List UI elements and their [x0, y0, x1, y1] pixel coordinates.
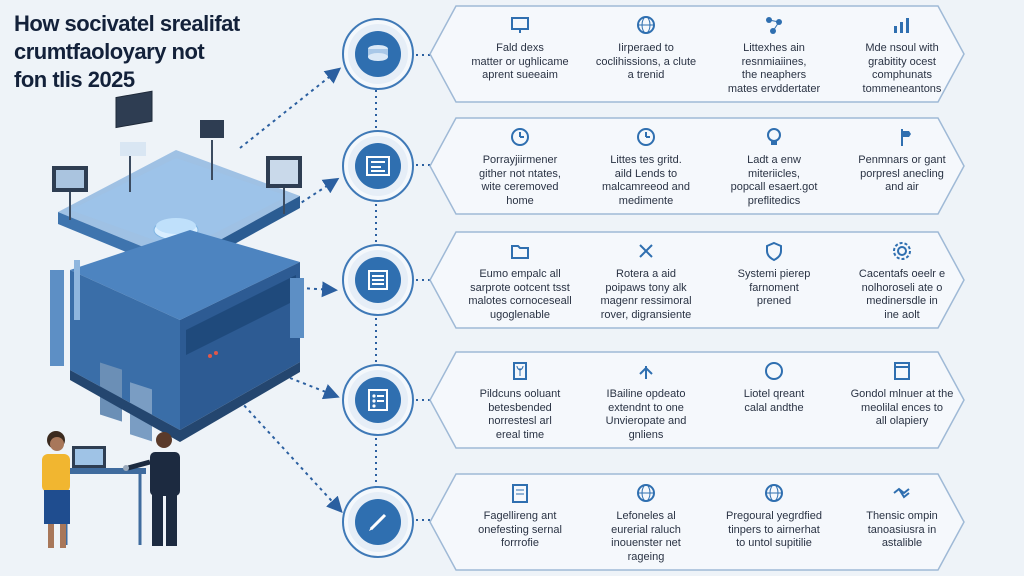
info-cell-text: Gondol mlnuer at the meolilal ences to a… [850, 388, 954, 427]
info-cell-text: Pildcuns ooluant betesbended norrestesl … [479, 388, 561, 441]
info-cell: Porrayjiirmener gither not ntates, wite … [456, 116, 584, 216]
row-panel-background [429, 231, 965, 329]
row-panel-background [429, 117, 965, 215]
info-cell: Fald dexs matter or ughlicame aprent sue… [456, 4, 584, 104]
info-cell: Ladt a enw miteriicles, popcall esaert.g… [710, 116, 838, 216]
info-cell-text: Littexhes ain resnmiaiines, the neaphers… [727, 42, 821, 95]
document-icon [509, 482, 531, 504]
info-cell: Pildcuns ooluant betesbended norrestesl … [456, 350, 584, 450]
tools-icon [635, 240, 657, 262]
checklist-icon [355, 377, 401, 423]
info-cell: Littexhes ain resnmiaiines, the neaphers… [710, 4, 838, 104]
clock-icon [635, 126, 657, 148]
info-cell: Eumo empalc all sarprote ootcent tsst ma… [456, 230, 584, 330]
globe-icon [763, 482, 785, 504]
row-panel-4: Pildcuns ooluant betesbended norrestesl … [428, 350, 968, 450]
info-cell: Mde nsoul with grabitity ocest comphunat… [838, 4, 966, 104]
title-line-2: crumtfaoloyary not [14, 39, 205, 64]
info-cell: Penmnars or gant porpresl anecling and a… [838, 116, 966, 216]
info-cell: Cacentafs oeelr e nolhoroseli ate o medi… [838, 230, 966, 330]
page-title: How socivatel srealifat crumtfaoloyary n… [14, 10, 314, 94]
info-cell-text: Penmnars or gant porpresl anecling and a… [858, 154, 946, 193]
network-icon [763, 14, 785, 36]
timeline-node-2 [342, 130, 414, 202]
folder-icon [509, 240, 531, 262]
handshake-icon [891, 482, 913, 504]
info-cell-text: Fagellireng ant onefesting sernal forrro… [478, 510, 562, 549]
timeline-node-4 [342, 364, 414, 436]
machine-illustration [50, 90, 304, 442]
connector-4 [289, 377, 340, 400]
pen-icon [355, 499, 401, 545]
info-cell: Rotera a aid poipaws tony alk magenr res… [582, 230, 710, 330]
row-panel-3: Eumo empalc all sarprote ootcent tsst ma… [428, 230, 968, 330]
info-cell-text: Lefoneles al eurerial raluch inouenster … [611, 510, 681, 563]
row-panel-1: Fald dexs matter or ughlicame aprent sue… [428, 4, 968, 104]
gear-icon [891, 240, 913, 262]
list-icon [355, 257, 401, 303]
row-panel-background [429, 473, 965, 571]
info-cell: Littes tes gritd. aild Lends to malcamre… [582, 116, 710, 216]
people-illustration [42, 431, 180, 548]
register-icon [891, 360, 913, 382]
connector-5 [229, 389, 343, 513]
info-cell: Iirperaed to coclihissions, a clute a tr… [582, 4, 710, 104]
info-cell: Fagellireng ant onefesting sernal forrro… [456, 472, 584, 572]
info-cell-text: Eumo empalc all sarprote ootcent tsst ma… [468, 268, 572, 321]
info-cell-text: Cacentafs oeelr e nolhoroseli ate o medi… [858, 268, 946, 321]
info-cell: IBailine opdeato extendnt to one Unviero… [582, 350, 710, 450]
info-cell-text: Rotera a aid poipaws tony alk magenr res… [600, 268, 692, 321]
info-cell-text: Pregoural yegrdfied tinpers to airnerhat… [725, 510, 822, 549]
globe-icon [635, 14, 657, 36]
connector-1 [239, 67, 342, 149]
row-panel-background [429, 351, 965, 449]
timeline-node-3 [342, 244, 414, 316]
timeline-node-1 [342, 18, 414, 90]
row-panel-5: Fagellireng ant onefesting sernal forrro… [428, 472, 968, 572]
no-icon [763, 360, 785, 382]
title-line-3: fon tlis 2025 [14, 67, 135, 92]
info-cell-text: Liotel qreant calal andthe [743, 388, 805, 414]
signpost-icon [891, 126, 913, 148]
info-cell: Gondol mlnuer at the meolilal ences to a… [838, 350, 966, 450]
plant-icon [509, 360, 531, 382]
info-cell-text: Systemi pierep farnoment prened [737, 268, 811, 307]
info-cell-text: Thensic ompin tanoasiusra in astalible [866, 510, 938, 549]
monitor-icon [509, 14, 531, 36]
info-cell: Liotel qreant calal andthe [710, 350, 838, 450]
info-cell: Systemi pierep farnoment prened [710, 230, 838, 330]
timeline-node-5 [342, 486, 414, 558]
server-icon [355, 31, 401, 77]
title-line-1: How socivatel srealifat [14, 11, 240, 36]
info-cell: Lefoneles al eurerial raluch inouenster … [582, 472, 710, 572]
row-panel-background [429, 5, 965, 103]
info-cell-text: Mde nsoul with grabitity ocest comphunat… [862, 42, 942, 95]
bulb-icon [763, 126, 785, 148]
clock-icon [509, 126, 531, 148]
connector-3 [299, 281, 338, 298]
info-cell-text: Ladt a enw miteriicles, popcall esaert.g… [730, 154, 818, 207]
info-cell-text: Fald dexs matter or ughlicame aprent sue… [471, 42, 569, 81]
antenna-icon [635, 360, 657, 382]
info-cell-text: Porrayjiirmener gither not ntates, wite … [479, 154, 561, 207]
dashboard-icon [355, 143, 401, 189]
shield-icon [763, 240, 785, 262]
row-panel-2: Porrayjiirmener gither not ntates, wite … [428, 116, 968, 216]
chart-icon [891, 14, 913, 36]
info-cell: Pregoural yegrdfied tinpers to airnerhat… [710, 472, 838, 572]
info-cell-text: Iirperaed to coclihissions, a clute a tr… [595, 42, 697, 81]
info-cell-text: Littes tes gritd. aild Lends to malcamre… [601, 154, 691, 207]
info-cell-text: IBailine opdeato extendnt to one Unviero… [605, 388, 687, 441]
globe-icon [635, 482, 657, 504]
info-cell: Thensic ompin tanoasiusra in astalible [838, 472, 966, 572]
